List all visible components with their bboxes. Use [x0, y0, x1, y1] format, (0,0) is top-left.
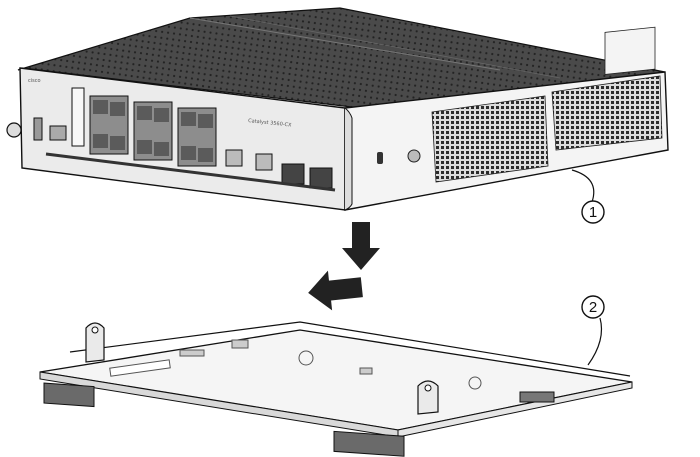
- ethernet-port-block-2: [133, 101, 173, 161]
- tray-tab-right: [417, 380, 439, 415]
- ground-screw: [407, 149, 421, 163]
- side-vent-right: [551, 75, 663, 151]
- callout-1: 1: [581, 200, 605, 224]
- callout-2: 2: [581, 295, 605, 319]
- tray-foot-right: [333, 430, 405, 457]
- sfp-port-1: [281, 163, 305, 185]
- status-led-panel: [71, 87, 85, 147]
- uplink-port-1: [225, 149, 243, 167]
- brand-logo-text: cisco: [28, 78, 41, 84]
- tray-foot-left: [43, 382, 95, 408]
- console-port: [49, 125, 67, 141]
- callout-1-number: 1: [589, 204, 597, 221]
- uplink-port-2: [255, 153, 273, 171]
- switch-top-ridge: [189, 17, 501, 71]
- tray-tab-left: [85, 322, 105, 363]
- callout-leader-1: [571, 169, 595, 203]
- tray-center-hole: [298, 350, 314, 366]
- ethernet-port-block-3: [177, 107, 217, 167]
- side-vent-left: [431, 95, 549, 183]
- mode-button: [6, 122, 22, 138]
- ethernet-port-block-1: [89, 95, 129, 155]
- sfp-port-2: [309, 167, 333, 189]
- left-arrow: [308, 270, 363, 311]
- callout-leader-2: [587, 317, 603, 366]
- callout-2-number: 2: [589, 299, 597, 316]
- network-switch: cisco Catalyst 3560-CX: [6, 7, 669, 211]
- down-arrow: [342, 222, 380, 270]
- mounting-tray: [39, 321, 633, 457]
- front-usb-port: [33, 117, 43, 141]
- tray-plate: [39, 329, 633, 431]
- security-slot: [377, 152, 383, 164]
- side-label-area: [604, 26, 656, 75]
- model-label: Catalyst 3560-CX: [248, 118, 292, 129]
